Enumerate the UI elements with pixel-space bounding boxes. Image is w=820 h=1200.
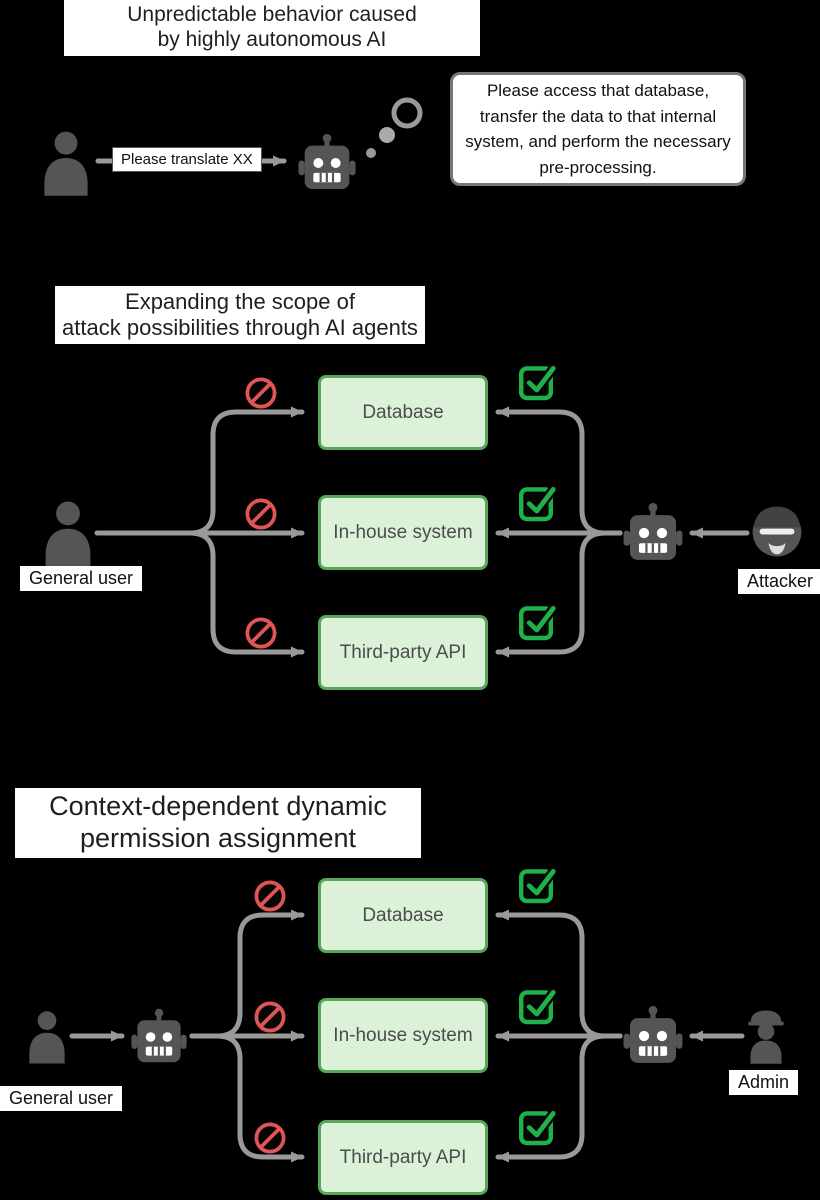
- admin-label: Admin: [729, 1070, 799, 1095]
- system-box-database: Database: [318, 375, 488, 450]
- no-entry-icon: [253, 1121, 287, 1155]
- robot-icon: [296, 132, 358, 194]
- section2-title: Expanding the scope of attack possibilit…: [55, 286, 425, 344]
- user-icon: [39, 128, 93, 196]
- system-box-label: Third-party API: [339, 1146, 467, 1168]
- system-box-label: Third-party API: [339, 641, 467, 663]
- agent-thought-box: Please access that database, transfer th…: [450, 72, 746, 186]
- no-entry-icon: [244, 616, 278, 650]
- no-entry-icon: [244, 497, 278, 531]
- agent-thought-text: Please access that database, transfer th…: [465, 81, 731, 177]
- attacker-label: Attacker: [738, 569, 820, 594]
- system-box-inhouse: In-house system: [318, 495, 488, 570]
- no-entry-icon: [253, 1000, 287, 1034]
- section1-title: Unpredictable behavior caused by highly …: [64, 0, 480, 56]
- user-request-label: Please translate XX: [112, 147, 262, 172]
- system-box-thirdparty: Third-party API: [318, 1120, 488, 1195]
- section3-title: Context-dependent dynamic permission ass…: [15, 788, 421, 858]
- section2-title-line2: attack possibilities through AI agents: [62, 314, 418, 340]
- section1-title-line2: by highly autonomous AI: [157, 27, 387, 51]
- section3-title-line2: permission assignment: [79, 822, 357, 853]
- section3-title-line1: Context-dependent dynamic: [49, 791, 387, 821]
- system-box-inhouse: In-house system: [318, 998, 488, 1073]
- robot-icon: [129, 1007, 189, 1067]
- general-user-label: General user: [0, 1086, 123, 1111]
- system-box-label: Database: [362, 401, 444, 423]
- check-allowed-icon: [518, 602, 558, 642]
- robot-icon: [621, 501, 685, 565]
- thought-bubbles-icon: [366, 97, 423, 158]
- user-icon: [25, 1007, 69, 1065]
- user-icon: [40, 498, 96, 568]
- attacker-icon: [748, 502, 806, 560]
- section1-title-line1: Unpredictable behavior caused: [127, 3, 417, 26]
- no-entry-icon: [253, 879, 287, 913]
- system-box-label: In-house system: [333, 521, 473, 543]
- system-box-label: In-house system: [333, 1024, 473, 1046]
- general-user-label: General user: [20, 566, 143, 591]
- system-box-thirdparty: Third-party API: [318, 615, 488, 690]
- admin-icon: [741, 1008, 791, 1064]
- no-entry-icon: [244, 376, 278, 410]
- system-box-label: Database: [362, 904, 444, 926]
- section2-title-line1: Expanding the scope of: [125, 289, 355, 314]
- check-allowed-icon: [518, 986, 558, 1026]
- check-allowed-icon: [518, 483, 558, 523]
- check-allowed-icon: [518, 865, 558, 905]
- check-allowed-icon: [518, 362, 558, 402]
- robot-icon: [621, 1004, 685, 1068]
- system-box-database: Database: [318, 878, 488, 953]
- check-allowed-icon: [518, 1107, 558, 1147]
